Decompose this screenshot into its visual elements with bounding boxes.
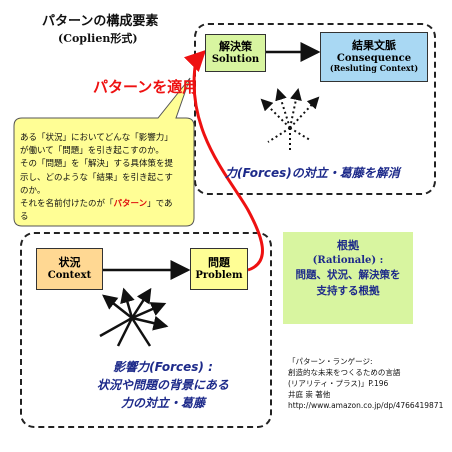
callout-line-3-post: 」である — [20, 198, 173, 223]
rationale-en: (Rationale) : — [312, 254, 384, 266]
solution-label-en: Solution — [211, 53, 260, 65]
callout-text: ある「状況」においてどんな「影響力」が働いて「問題」を引き起こすのか。 その「問… — [20, 132, 180, 224]
solution-box: 解決策 Solution — [205, 34, 266, 72]
context-box: 状況 Context — [36, 248, 103, 290]
rationale-title: 根拠 — [337, 239, 359, 252]
callout-line-1: ある「状況」においてどんな「影響力」が働いて「問題」を引き起こすのか。 — [20, 133, 173, 157]
forces-problem-line-1: 影響力(Forces) : — [113, 360, 213, 374]
problem-label-en: Problem — [195, 269, 243, 281]
reference-url[interactable]: http://www.amazon.co.jp/dp/4766419871 — [288, 400, 444, 410]
rationale-box — [283, 232, 413, 324]
reference-line-4: 井庭 崇 著他 — [288, 389, 331, 399]
page-title: パターンの構成要素 — [42, 14, 159, 29]
forces-resolved-label: 力(Forces)の対立・葛藤を解消 — [225, 166, 400, 180]
resolved-forces-icon — [260, 88, 320, 150]
context-label-en: Context — [47, 269, 92, 281]
forces-problem-label: 影響力(Forces) : 状況や問題の背景にある 力の対立・葛藤 — [88, 358, 238, 412]
callout-line-3-pre: それを名前付けたのが「 — [20, 198, 114, 209]
solution-group-frame — [194, 23, 436, 195]
reference-line-2: 創造的な未来をつくるための言語 — [288, 367, 401, 377]
problem-group-frame — [20, 232, 272, 428]
reference-line-1: 「パターン・ランゲージ: — [288, 357, 373, 366]
consequence-label-en: Consequence — [336, 52, 412, 64]
forces-problem-line-3: 力の対立・葛藤 — [120, 396, 205, 410]
context-label-jp: 状況 — [58, 255, 81, 269]
callout-line-3: それを名前付けたのが「パターン」である — [20, 198, 180, 224]
reference-line-3: (リアリティ・プラス)」P.196 — [288, 378, 389, 388]
callout-line-2: その「問題」を「解決」する具体策を提示し、どのような「結果」を引き起こすのか。 — [20, 159, 174, 196]
rationale-line-1: 問題、状況、解決策を — [295, 269, 401, 282]
consequence-note: (Resluting Context) — [329, 63, 419, 74]
problem-label-jp: 問題 — [208, 255, 230, 269]
conflicting-forces-icon — [99, 287, 169, 347]
forces-problem-line-2: 状況や問題の背景にある — [96, 378, 229, 392]
callout-pattern-word: パターン — [113, 198, 148, 209]
consequence-label-jp: 結果文脈 — [352, 39, 396, 53]
problem-box: 問題 Problem — [190, 248, 248, 290]
apply-pattern-arrow — [183, 49, 264, 272]
rationale-text: 根拠 (Rationale) : 問題、状況、解決策を 支持する根拠 — [283, 238, 413, 299]
page-subtitle: (Coplien形式) — [58, 32, 138, 45]
solution-label-jp: 解決策 — [219, 39, 252, 53]
apply-pattern-label: パターンを適用 — [93, 78, 198, 96]
consequence-box: 結果文脈 Consequence (Resluting Context) — [320, 32, 428, 82]
reference-citation: 「パターン・ランゲージ: 創造的な未来をつくるための言語 (リアリティ・プラス)… — [288, 357, 448, 411]
callout-bubble — [13, 77, 195, 227]
rationale-line-2: 支持する根拠 — [316, 284, 380, 297]
